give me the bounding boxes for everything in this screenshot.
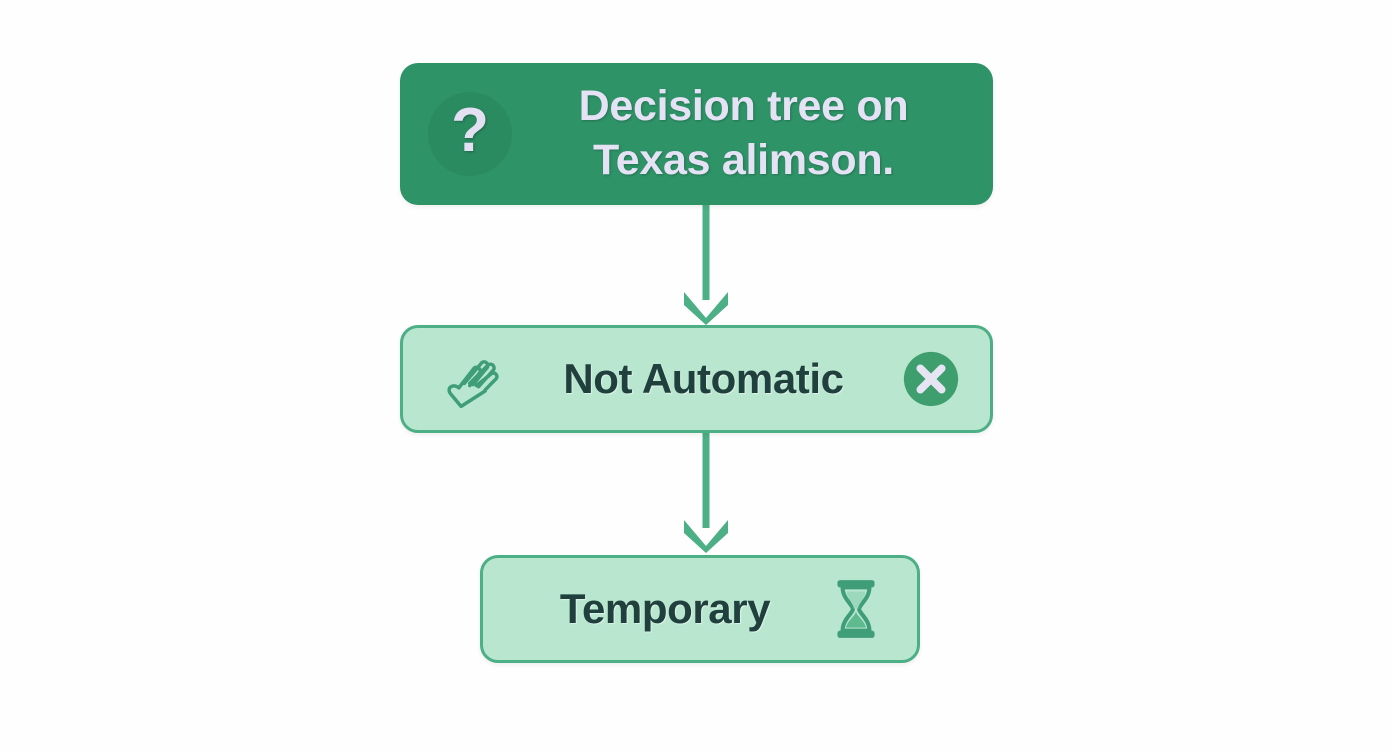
node-temporary[interactable]: Temporary bbox=[480, 555, 920, 663]
question-mark-icon: ? bbox=[428, 92, 512, 176]
raised-hand-icon bbox=[433, 340, 511, 418]
node-decision-tree-root[interactable]: ? Decision tree on Texas alimson. bbox=[400, 63, 993, 205]
node-not-automatic-label: Not Automatic bbox=[563, 355, 844, 402]
hourglass-icon bbox=[825, 574, 887, 644]
node-temporary-label: Temporary bbox=[559, 585, 771, 632]
connector-not-automatic-to-temporary bbox=[684, 433, 728, 553]
connector-root-to-not-automatic bbox=[684, 205, 728, 325]
question-mark-glyph: ? bbox=[451, 96, 489, 165]
node-root-label: Decision tree on Texas alimson. bbox=[578, 82, 909, 184]
x-circle-icon[interactable] bbox=[896, 344, 966, 414]
node-not-automatic[interactable]: Not Automatic bbox=[400, 325, 993, 433]
